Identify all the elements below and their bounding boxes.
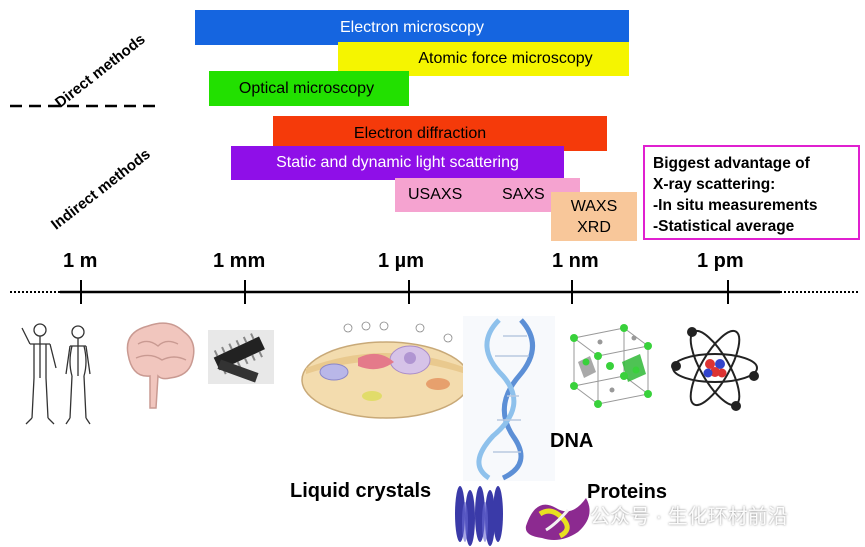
electron-diffraction-label: Electron diffraction — [353, 124, 487, 142]
scale-label-1m: 1 m — [63, 250, 98, 272]
human-figures-icon — [21, 323, 91, 425]
afm-bar: Atomic force microscopy — [338, 42, 629, 76]
waxs-label: WAXS — [570, 198, 618, 215]
electron-microscopy-label: Electron microscopy — [339, 18, 485, 36]
methods-divider — [10, 104, 162, 108]
dna-label: DNA — [550, 430, 594, 452]
tick-1mm — [244, 280, 246, 304]
scale-label-1pm: 1 pm — [697, 250, 744, 272]
electron-microscopy-bar: Electron microscopy — [195, 10, 629, 45]
usaxs-saxs-bar — [395, 178, 580, 212]
waxs-xrd-bar: WAXS XRD — [551, 192, 637, 241]
usaxs-label: USAXS — [408, 186, 463, 203]
optical-microscopy-bar: Optical microscopy — [209, 71, 409, 106]
length-scale-axis — [10, 290, 860, 294]
xrd-label: XRD — [577, 219, 611, 236]
watermark-text: 公众号 · 生化环材前沿 — [590, 506, 788, 528]
brain-icon — [126, 322, 195, 409]
callout-item-in-situ: -In situ measurements — [653, 197, 818, 214]
xray-advantage-callout: Biggest advantage of X-ray scattering: -… — [643, 145, 860, 240]
cell-icon — [301, 321, 471, 419]
microchip-icon — [208, 330, 274, 384]
proteins-label: Proteins — [587, 481, 668, 503]
callout-title-line2: X-ray scattering: — [653, 176, 776, 193]
optical-microscopy-label: Optical microscopy — [238, 79, 375, 97]
callout-item-statistical: -Statistical average — [653, 218, 795, 235]
scale-label-1nm: 1 nm — [552, 250, 599, 272]
tick-1um — [408, 280, 410, 304]
electron-diffraction-bar: Electron diffraction — [273, 116, 607, 151]
liquid-crystals-label: Liquid crystals — [290, 480, 432, 502]
liquid-crystals-icon — [455, 486, 503, 546]
indirect-methods-label: Indirect methods — [48, 145, 154, 234]
tick-1m — [80, 280, 82, 304]
scale-label-1um: 1 µm — [378, 250, 424, 272]
light-scattering-bar: Static and dynamic light scattering — [231, 146, 564, 180]
afm-label: Atomic force microscopy — [418, 50, 593, 67]
dna-icon — [463, 316, 555, 481]
callout-title-line1: Biggest advantage of — [653, 155, 810, 172]
crystal-lattice-icon — [570, 324, 652, 408]
protein-icon — [525, 498, 590, 540]
tick-1pm — [727, 280, 729, 304]
tick-1nm — [571, 280, 573, 304]
scale-label-1mm: 1 mm — [213, 250, 266, 272]
atom-icon — [671, 327, 759, 411]
light-scattering-label: Static and dynamic light scattering — [276, 154, 519, 171]
saxs-label: SAXS — [502, 186, 545, 203]
